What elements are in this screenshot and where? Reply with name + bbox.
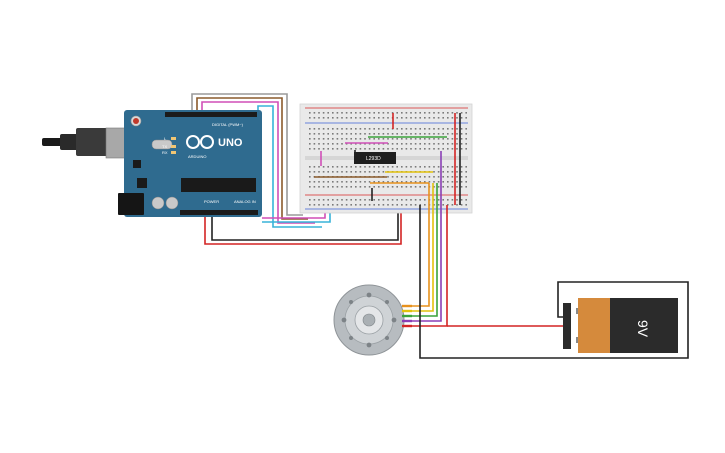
motor-wires bbox=[412, 166, 689, 359]
digital-header bbox=[165, 112, 257, 117]
motor-shaft bbox=[362, 313, 376, 327]
arduino-logo bbox=[186, 135, 214, 149]
l293d-chip-label: L293D bbox=[366, 156, 381, 162]
led-rx bbox=[171, 151, 176, 154]
power-label: POWER bbox=[204, 199, 219, 204]
digital-label: DIGITAL (PWM~) bbox=[212, 122, 244, 127]
led-l-label: L bbox=[164, 136, 167, 141]
crystal bbox=[151, 139, 173, 150]
battery-clip bbox=[563, 303, 571, 349]
wire-cyan[interactable] bbox=[257, 105, 322, 228]
dc-power-jack[interactable] bbox=[118, 193, 144, 215]
atmega-chip bbox=[181, 178, 256, 192]
led-l bbox=[171, 137, 176, 140]
arduino-to-breadboard-wires bbox=[191, 93, 402, 245]
wire-gray[interactable] bbox=[191, 93, 303, 216]
usb-plug bbox=[76, 128, 112, 156]
usb-cable bbox=[42, 138, 64, 146]
battery-wire-black[interactable] bbox=[419, 205, 689, 359]
reset-button-cap bbox=[133, 118, 139, 124]
led-tx bbox=[171, 145, 176, 148]
motor-wire-orange[interactable] bbox=[412, 183, 430, 307]
breadboard[interactable]: L293D bbox=[299, 103, 473, 214]
analog-label: ANALOG IN bbox=[234, 199, 256, 204]
battery-body bbox=[578, 298, 610, 353]
wire-pink[interactable] bbox=[201, 101, 315, 224]
led-rx-label: RX bbox=[162, 150, 168, 155]
battery-voltage-label: 9V bbox=[635, 320, 651, 338]
arduino-brand-label: ARDUINO bbox=[188, 154, 206, 159]
regulator bbox=[133, 160, 141, 168]
arduino-model-label: UNO bbox=[218, 137, 243, 149]
usb-cable-boot bbox=[60, 134, 80, 150]
wire-brown[interactable] bbox=[196, 97, 308, 220]
motor-wire-yellow[interactable] bbox=[412, 183, 434, 312]
motor-wire-purple[interactable] bbox=[412, 166, 442, 322]
capacitor-1 bbox=[151, 196, 165, 210]
motor-screws bbox=[341, 292, 397, 348]
wire-red-5v[interactable] bbox=[204, 205, 402, 245]
usb-chip bbox=[137, 178, 147, 188]
l293d-chip[interactable] bbox=[354, 152, 396, 164]
battery-9v[interactable]: 9V bbox=[563, 298, 678, 353]
motor-connector bbox=[402, 304, 412, 328]
breadboard-jumpers bbox=[314, 113, 461, 205]
battery-label-area bbox=[610, 298, 678, 353]
arduino-uno[interactable]: UNO ARDUINO DIGITAL (PWM~) POWER ANALOG … bbox=[42, 110, 262, 217]
capacitor-2 bbox=[165, 196, 179, 210]
led-tx-label: TX bbox=[162, 144, 167, 149]
power-analog-header bbox=[180, 210, 258, 215]
wire-black-gnd[interactable] bbox=[211, 205, 399, 241]
dc-motor-encoder[interactable] bbox=[333, 284, 412, 356]
